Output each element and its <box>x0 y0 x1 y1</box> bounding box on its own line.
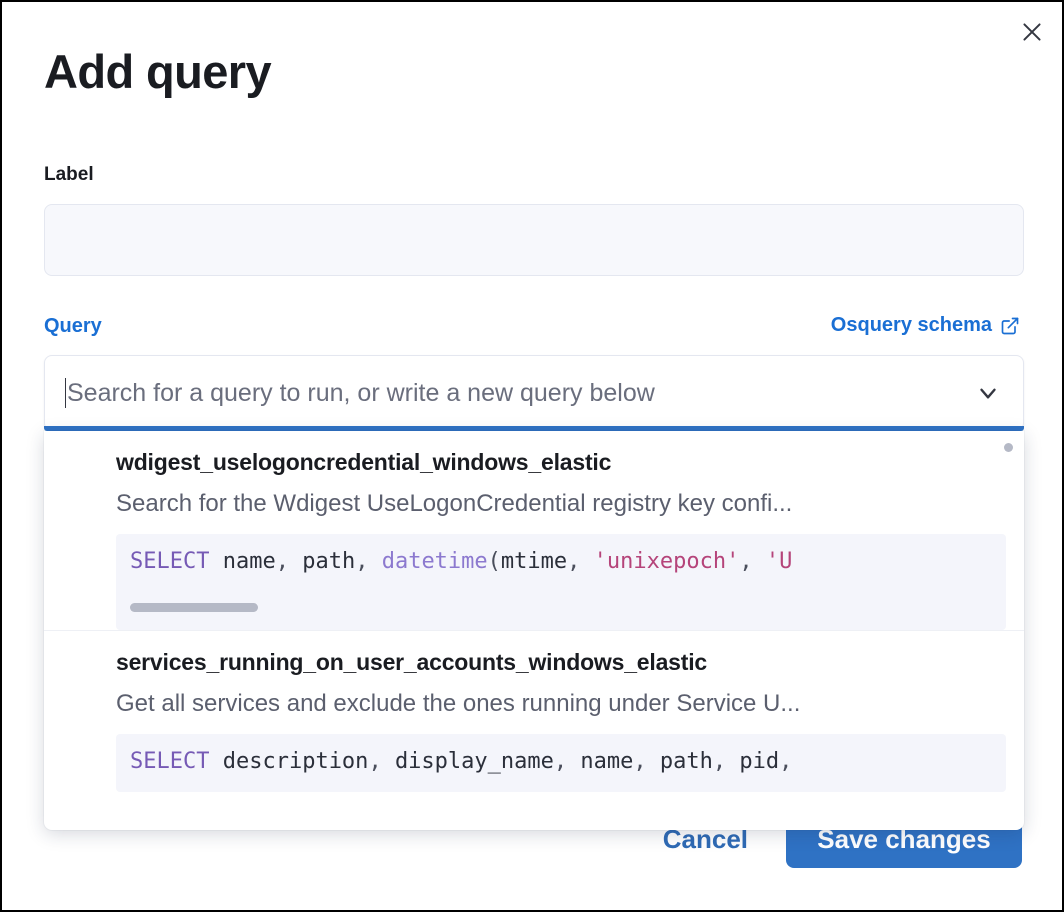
query-suggestion-dropdown[interactable]: wdigest_uselogoncredential_windows_elast… <box>44 431 1024 830</box>
list-item[interactable]: services_running_on_user_accounts_window… <box>44 630 1024 792</box>
sql-snippet: SELECT name, path, datetime(mtime, 'unix… <box>130 549 793 574</box>
list-item-description: Search for the Wdigest UseLogonCredentia… <box>116 490 793 517</box>
external-link-icon <box>1000 316 1020 336</box>
query-combobox[interactable]: Search for a query to run, or write a ne… <box>44 355 1024 431</box>
list-item-code-block[interactable]: SELECT description, display_name, name, … <box>116 734 1006 792</box>
close-icon <box>1019 19 1045 45</box>
label-input[interactable] <box>44 204 1024 276</box>
chevron-down-icon[interactable] <box>971 376 1005 410</box>
query-combobox-placeholder: Search for a query to run, or write a ne… <box>67 378 655 407</box>
page-title: Add query <box>44 45 272 98</box>
sql-snippet: SELECT description, display_name, name, … <box>130 749 793 774</box>
close-button[interactable] <box>1014 14 1050 50</box>
list-item-title: services_running_on_user_accounts_window… <box>116 649 707 675</box>
code-horizontal-scrollbar[interactable] <box>130 603 258 612</box>
osquery-schema-link-label: Osquery schema <box>830 314 992 336</box>
query-field-label: Query <box>44 315 102 337</box>
label-field-label: Label <box>44 164 94 185</box>
list-item[interactable]: wdigest_uselogoncredential_windows_elast… <box>44 431 1024 630</box>
list-item-code-block[interactable]: SELECT name, path, datetime(mtime, 'unix… <box>116 534 1006 630</box>
list-item-title: wdigest_uselogoncredential_windows_elast… <box>116 449 612 475</box>
list-item-description: Get all services and exclude the ones ru… <box>116 690 801 717</box>
osquery-schema-link[interactable]: Osquery schema <box>831 314 1020 337</box>
combobox-focus-underline <box>44 426 1024 431</box>
text-cursor <box>65 378 66 408</box>
dropdown-scrollbar[interactable] <box>1004 443 1013 452</box>
